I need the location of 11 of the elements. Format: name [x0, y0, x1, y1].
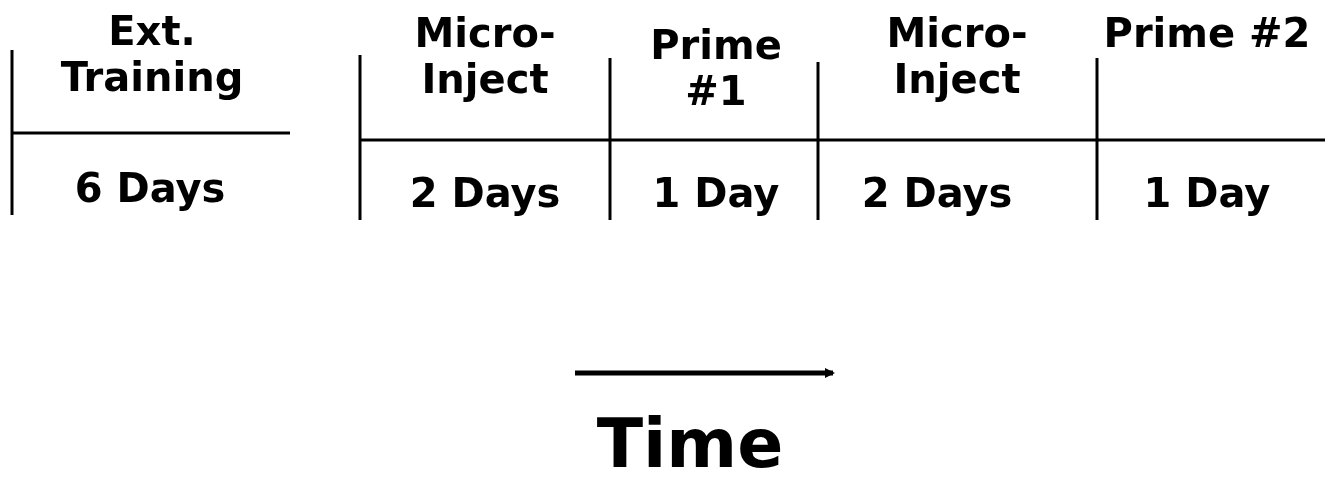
- phase-heading: Prime #2: [1102, 10, 1312, 56]
- axis-label: Time: [595, 405, 785, 482]
- phase-heading: Ext. Training: [59, 8, 245, 100]
- phase-heading: Micro- Inject: [413, 10, 557, 102]
- phase-heading: Prime #1: [649, 22, 783, 114]
- duration-text: 6 Days: [73, 165, 227, 211]
- duration-text: 2 Days: [408, 170, 562, 216]
- phase-heading: Micro- Inject: [885, 10, 1029, 102]
- duration-text: 2 Days: [860, 170, 1014, 216]
- duration-text: 1 Day: [1142, 170, 1272, 216]
- duration-text: 1 Day: [651, 170, 781, 216]
